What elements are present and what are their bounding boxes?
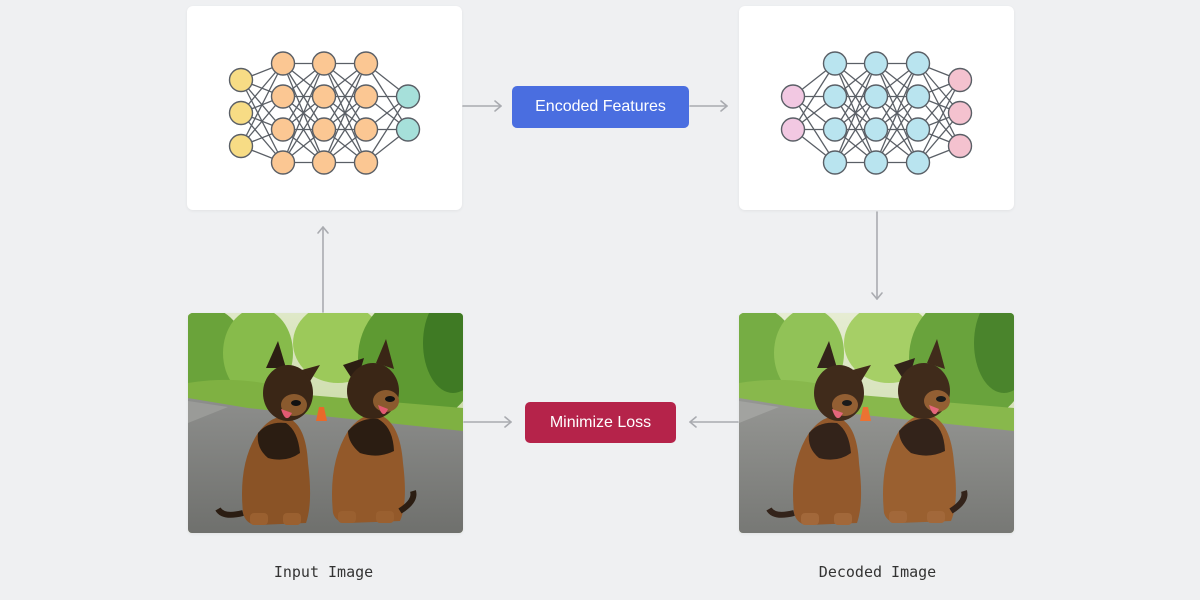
minimize-loss-badge: Minimize Loss xyxy=(525,402,676,443)
encoder-edge xyxy=(323,63,367,163)
encoder-node xyxy=(395,117,421,142)
decoder-edge xyxy=(875,63,919,130)
arrow-input-to-encoder xyxy=(317,226,329,313)
decoder-edge xyxy=(875,96,919,163)
encoder-network-card xyxy=(187,6,462,210)
decoder-node xyxy=(822,117,848,142)
arrow-output-to-loss xyxy=(689,416,739,428)
decoder-edge xyxy=(834,63,877,163)
decoder-node xyxy=(780,84,806,109)
encoder-node xyxy=(353,51,379,76)
encoder-node xyxy=(353,117,379,142)
decoder-node xyxy=(947,133,973,159)
decoder-node xyxy=(822,51,848,76)
decoded-image-caption: Decoded Image xyxy=(818,563,937,581)
decoder-node xyxy=(822,84,848,109)
encoder-node xyxy=(228,67,254,93)
decoder-node xyxy=(863,51,889,76)
decoder-node xyxy=(822,150,848,175)
encoder-edge xyxy=(365,96,409,163)
minimize-loss-label: Minimize Loss xyxy=(549,413,652,431)
encoder-node xyxy=(311,84,337,109)
encoder-edge xyxy=(282,63,325,163)
decoder-edge xyxy=(834,63,877,130)
dogs-reconstruction-icon xyxy=(739,313,1014,533)
encoder-node xyxy=(311,117,337,142)
decoder-edges xyxy=(792,62,961,164)
encoder-node xyxy=(311,150,337,175)
encoder-node xyxy=(395,84,421,109)
encoder-edges xyxy=(240,62,409,164)
encoder-node xyxy=(270,84,296,109)
decoded-image xyxy=(739,313,1014,533)
encoder-node xyxy=(228,100,254,126)
arrow-encoder-to-features xyxy=(462,100,502,112)
decoder-node xyxy=(905,51,931,76)
decoder-node xyxy=(947,67,973,93)
decoder-node xyxy=(863,117,889,142)
decoder-edge xyxy=(917,79,961,163)
encoder-node xyxy=(270,51,296,76)
arrow-features-to-decoder xyxy=(689,100,728,112)
encoder-node xyxy=(311,51,337,76)
encoder-edge xyxy=(323,96,367,163)
decoder-edge xyxy=(792,63,836,130)
decoder-node xyxy=(863,150,889,175)
encoded-features-label: Encoded Features xyxy=(535,98,666,115)
decoder-node xyxy=(863,84,889,109)
decoder-edge xyxy=(875,63,919,163)
decoder-node xyxy=(947,100,973,126)
input-image xyxy=(188,313,463,533)
encoded-features-badge: Encoded Features xyxy=(512,86,689,128)
decoder-node xyxy=(905,150,931,175)
decoder-node xyxy=(905,117,931,142)
dogs-photo-icon xyxy=(188,313,463,533)
encoder-edge xyxy=(323,63,367,130)
arrow-input-to-loss xyxy=(463,416,512,428)
encoder-node xyxy=(228,133,254,159)
arrow-decoder-to-output xyxy=(871,211,883,300)
encoder-network-diagram xyxy=(228,51,421,175)
decoder-node xyxy=(905,84,931,109)
encoder-node xyxy=(270,150,296,175)
input-image-caption: Input Image xyxy=(273,563,374,581)
encoder-edge xyxy=(240,63,284,147)
encoder-edge xyxy=(282,96,325,163)
encoder-edge xyxy=(282,63,325,130)
decoder-network-card xyxy=(739,6,1014,210)
encoder-node xyxy=(270,117,296,142)
encoder-node xyxy=(353,84,379,109)
decoder-node xyxy=(780,117,806,142)
decoder-edge xyxy=(834,96,877,163)
encoder-node xyxy=(353,150,379,175)
decoder-network-diagram xyxy=(780,51,973,175)
